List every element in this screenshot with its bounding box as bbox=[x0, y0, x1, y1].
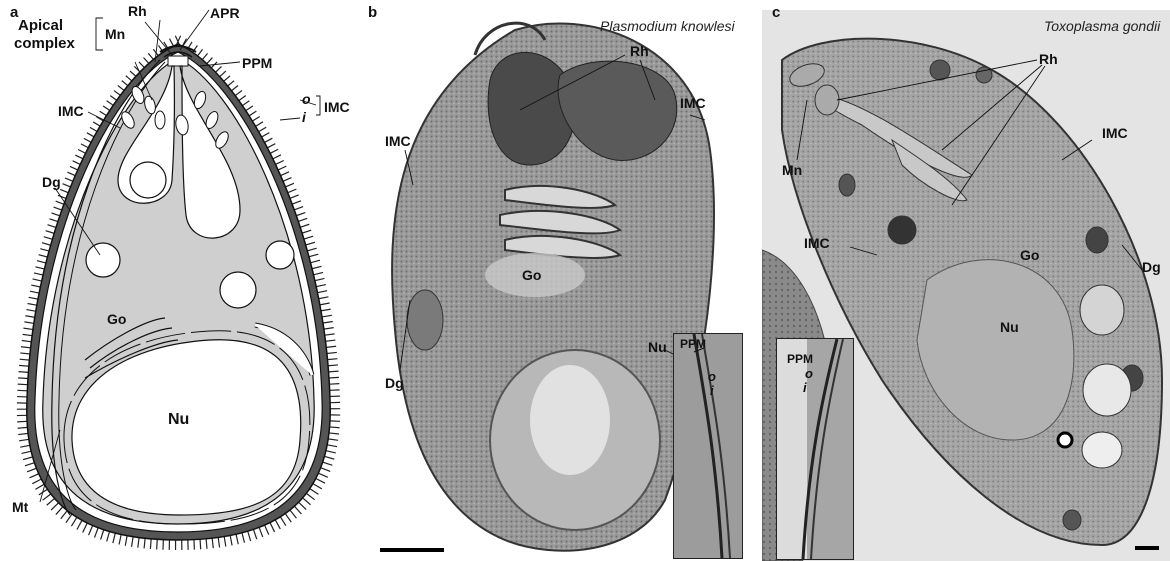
inset-c-i: i bbox=[803, 381, 807, 394]
label-imc-right: IMC bbox=[324, 100, 350, 114]
label-dg: Dg bbox=[42, 175, 61, 189]
label-c-dg: Dg bbox=[1142, 260, 1161, 274]
label-apical: Apical bbox=[18, 18, 63, 33]
label-ppm: PPM bbox=[242, 56, 272, 70]
species-c: Toxoplasma gondii bbox=[1044, 18, 1160, 34]
label-imc-left: IMC bbox=[58, 104, 84, 118]
label-complex: complex bbox=[14, 36, 75, 51]
label-b-imc-right: IMC bbox=[680, 96, 706, 110]
label-c-imc-top: IMC bbox=[1102, 126, 1128, 140]
inset-c-ppm: PPM bbox=[787, 353, 813, 365]
scale-bar-c bbox=[1135, 546, 1159, 550]
species-b: Plasmodium knowlesi bbox=[600, 18, 735, 34]
golgi-b bbox=[500, 186, 620, 258]
scale-bar-b bbox=[380, 548, 444, 552]
label-rh: Rh bbox=[128, 4, 147, 18]
label-b-go: Go bbox=[522, 268, 541, 282]
panel-a-schematic: a Apical complex Rh APR Mn PPM IMC o i I… bbox=[0, 0, 360, 561]
panel-b-micrograph: PPM o i b Plasmodium knowlesi Rh IMC IMC… bbox=[365, 0, 760, 561]
label-c-go: Go bbox=[1020, 248, 1039, 262]
label-nu: Nu bbox=[168, 412, 189, 428]
label-b-dg: Dg bbox=[385, 376, 404, 390]
label-i: i bbox=[302, 110, 306, 124]
label-b-rh: Rh bbox=[630, 44, 649, 58]
panel-letter-c: c bbox=[772, 4, 780, 21]
panel-c-micrograph: PPM o i c Toxoplasma gondii Rh Mn IMC IM… bbox=[762, 0, 1170, 561]
label-c-rh: Rh bbox=[1039, 52, 1058, 66]
label-apr: APR bbox=[210, 6, 240, 20]
label-go: Go bbox=[107, 312, 126, 326]
label-b-nu: Nu bbox=[648, 340, 667, 354]
inset-c-o: o bbox=[805, 367, 813, 380]
label-mn: Mn bbox=[105, 27, 125, 41]
label-o: o bbox=[302, 92, 311, 106]
panel-letter-b: b bbox=[368, 4, 377, 21]
label-c-nu: Nu bbox=[1000, 320, 1019, 334]
label-c-mn: Mn bbox=[782, 163, 802, 177]
parasite-schematic bbox=[0, 0, 360, 561]
inset-b-membrane: PPM o i bbox=[673, 333, 743, 559]
inset-b-o: o bbox=[708, 370, 716, 383]
inset-b-ppm: PPM bbox=[680, 338, 706, 350]
inset-c-membrane: PPM o i bbox=[776, 338, 854, 560]
label-mt: Mt bbox=[12, 500, 28, 514]
inset-b-i: i bbox=[710, 384, 714, 397]
label-b-imc-left: IMC bbox=[385, 134, 411, 148]
label-c-imc-left: IMC bbox=[804, 236, 830, 250]
